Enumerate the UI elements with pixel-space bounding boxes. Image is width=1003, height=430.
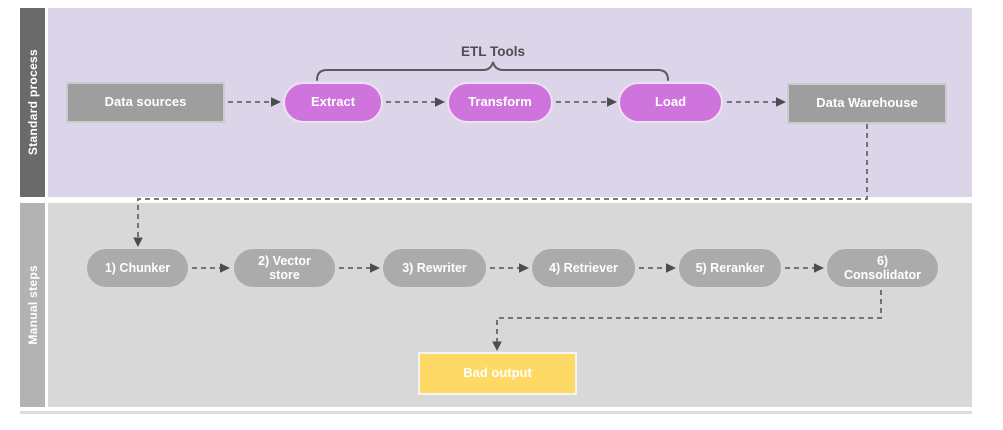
node-consolidator-label: 6) Consolidator — [843, 253, 922, 282]
node-bad-output: Bad output — [418, 352, 577, 395]
node-extract: Extract — [283, 82, 383, 123]
lane-manual-steps-labelbar: Manual steps — [20, 203, 45, 407]
node-extract-label: Extract — [310, 94, 356, 110]
node-rewriter-label: 3) Rewriter — [402, 260, 467, 275]
node-vector-store-label: 2) Vector store — [258, 253, 311, 282]
node-data-sources: Data sources — [66, 82, 225, 123]
node-retriever: 4) Retriever — [530, 247, 637, 289]
bottom-divider-line — [20, 411, 972, 414]
node-data-warehouse: Data Warehouse — [787, 83, 947, 124]
node-bad-output-label: Bad output — [463, 365, 532, 381]
node-retriever-label: 4) Retriever — [549, 260, 618, 275]
node-transform: Transform — [447, 82, 553, 123]
lane-standard-process-labelbar: Standard process — [20, 8, 45, 197]
node-chunker: 1) Chunker — [85, 247, 190, 289]
lane-standard-process-label: Standard process — [25, 49, 40, 156]
node-consolidator: 6) Consolidator — [825, 247, 940, 289]
node-transform-label: Transform — [468, 94, 532, 110]
node-reranker-label: 5) Reranker — [695, 260, 765, 275]
node-reranker: 5) Reranker — [677, 247, 783, 289]
etl-tools-brace-label: ETL Tools — [461, 44, 525, 59]
node-data-sources-label: Data sources — [104, 94, 187, 110]
node-data-warehouse-label: Data Warehouse — [816, 95, 918, 111]
node-chunker-label: 1) Chunker — [104, 260, 171, 275]
node-vector-store: 2) Vector store — [232, 247, 337, 289]
node-rewriter: 3) Rewriter — [381, 247, 488, 289]
lane-manual-steps-label: Manual steps — [25, 265, 40, 345]
node-load-label: Load — [654, 94, 687, 110]
node-load: Load — [618, 82, 723, 123]
